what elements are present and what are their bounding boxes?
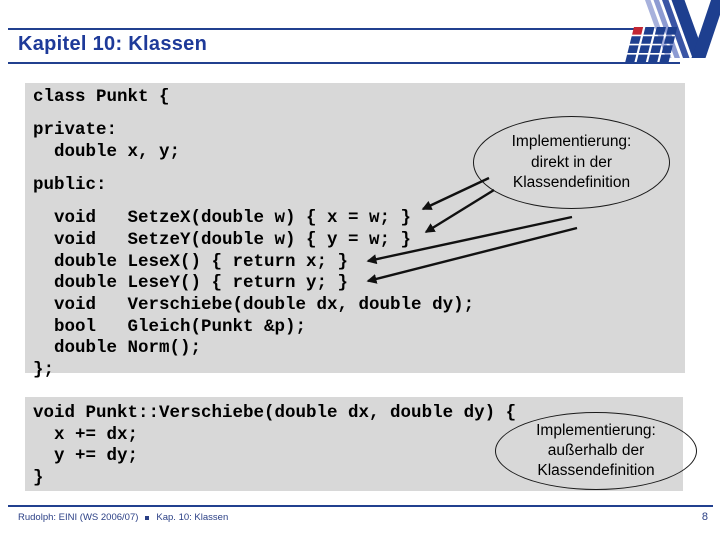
code-line: } xyxy=(33,468,44,489)
callout-text-line: Implementierung: xyxy=(511,133,632,150)
square-bullet-icon xyxy=(145,515,150,520)
callout-text-line: direkt in der xyxy=(531,153,612,171)
code-line: void SetzeY(double w) { y = w; } xyxy=(33,229,412,250)
logo-check-right-arm xyxy=(691,0,720,58)
code-line: void SetzeX(double w) { x = w; } xyxy=(33,208,412,229)
page-title: Kapitel 10: Klassen xyxy=(18,33,208,55)
footer-course: Rudolph: EINI (WS 2006/07) xyxy=(18,512,139,523)
logo-stripe-mid xyxy=(653,0,680,58)
header-rule-top xyxy=(8,28,636,30)
code-line: class Punkt { xyxy=(33,87,170,107)
code-line: private: xyxy=(33,120,118,141)
code-line: double x, y; xyxy=(33,141,181,162)
callout-external-implementation: Implementierung: außerhalb der Klassende… xyxy=(495,412,697,490)
callout-text-line: außerhalb der xyxy=(547,442,645,459)
callout-text-line: Implementierung: xyxy=(536,422,656,439)
code-line: }; xyxy=(33,360,55,381)
code-line: bool Gleich(Punkt &p); xyxy=(33,316,307,337)
logo-tile-grid xyxy=(625,27,678,63)
footer-chapter: Kap. 10: Klassen xyxy=(156,512,229,523)
code-line: double Norm(); xyxy=(33,338,202,359)
code-line: void Verschiebe(double dx, double dy); xyxy=(33,295,475,315)
code-line: double LeseX() { return x; } xyxy=(33,251,349,272)
footer: Rudolph: EINI (WS 2006/07) Kap. 10: Klas… xyxy=(18,512,228,523)
callout-text-line: Klassendefinition xyxy=(537,462,655,479)
code-line: x += dx; xyxy=(33,424,139,445)
logo-red-tile xyxy=(632,27,644,35)
page-number: 8 xyxy=(701,511,708,523)
code-line: double LeseY() { return y; } xyxy=(33,273,349,294)
callout-text-line: Klassendefinition xyxy=(512,174,631,191)
footer-rule xyxy=(8,505,713,507)
header-rule-bottom xyxy=(8,62,680,64)
code-line: public: xyxy=(33,175,107,196)
code-line: void Punkt::Verschiebe(double dx, double… xyxy=(33,403,517,423)
callout-inline-implementation: Implementierung: direkt in der Klassende… xyxy=(473,116,670,209)
code-line: y += dy; xyxy=(33,446,139,467)
university-logo-icon xyxy=(625,0,720,63)
